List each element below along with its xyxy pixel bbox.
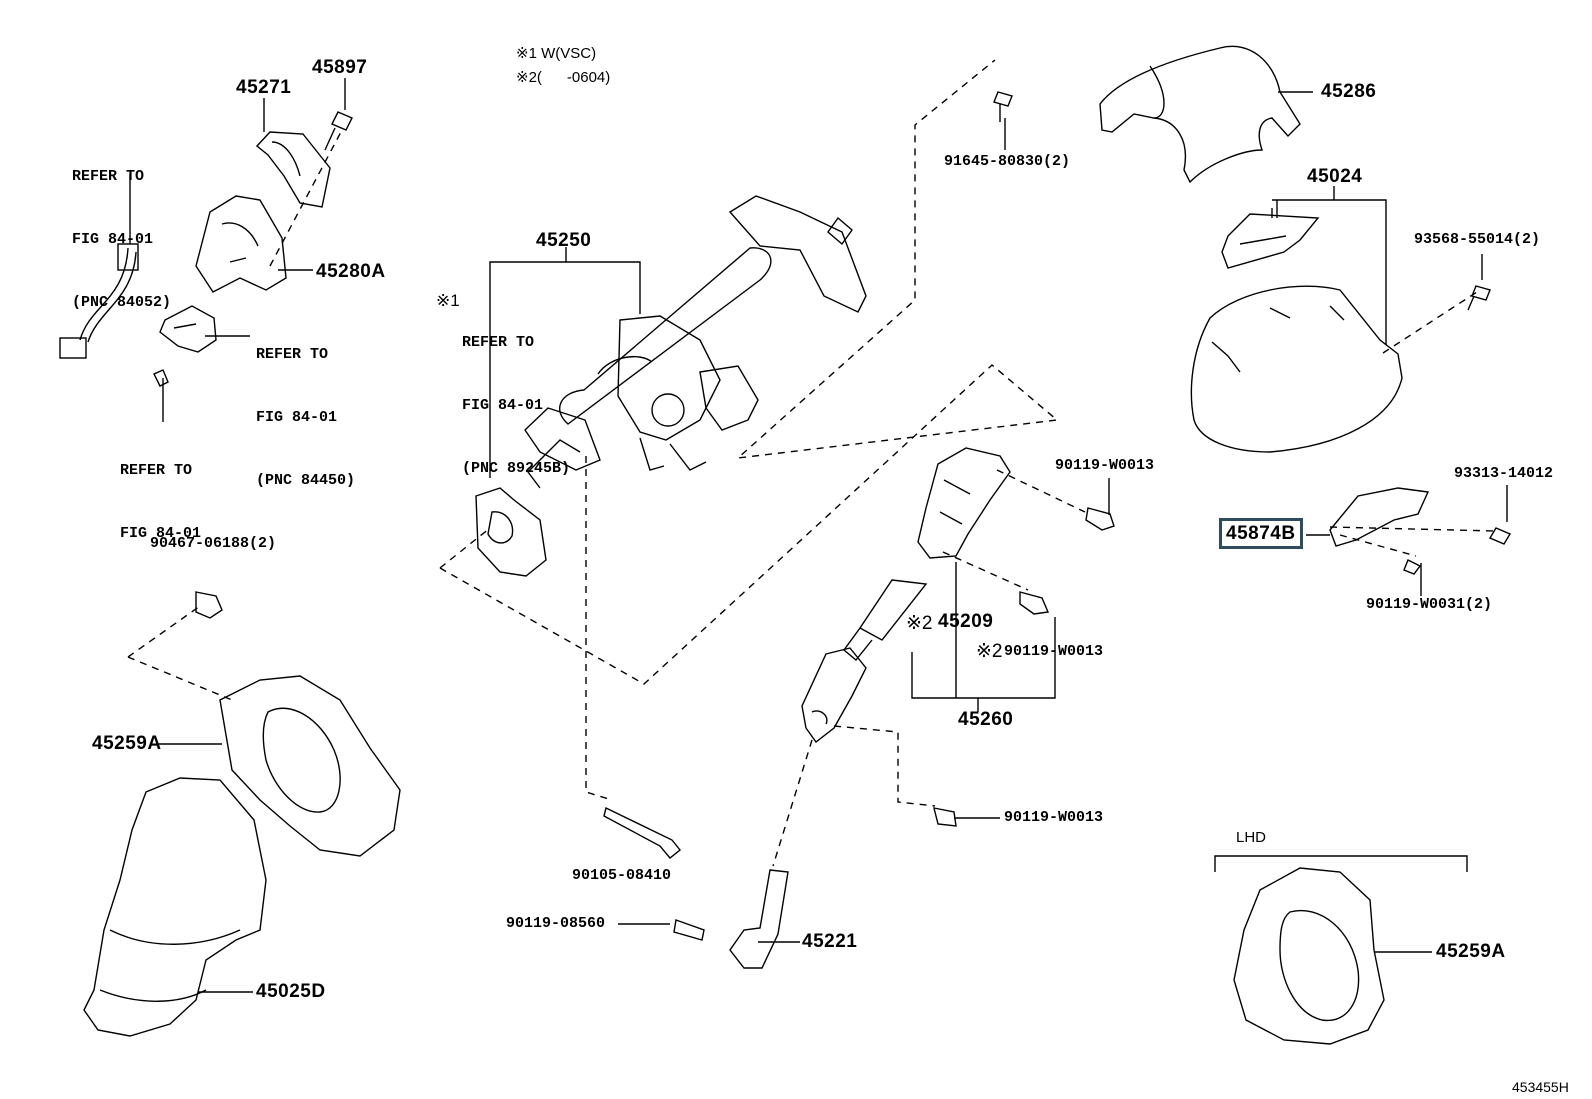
refer-line: FIG 84-01: [462, 397, 544, 414]
wire-harness: [59, 243, 139, 359]
refer-line: REFER TO: [72, 168, 145, 185]
universal-joint-lower: [801, 647, 867, 744]
refer-line: FIG 84-01: [72, 231, 154, 248]
boot-45025D: [83, 777, 267, 1037]
refer-block-84052[interactable]: REFER TO FIG 84-01 (PNC 84052): [72, 124, 171, 334]
ignition-switch: [159, 305, 217, 353]
shaft-45221: [729, 869, 789, 969]
lower-cover-45024: [1190, 285, 1403, 453]
screw-91645: [993, 91, 1013, 122]
note-date: ※2( -0604): [516, 69, 611, 86]
note-vsc: ※1 W(VSC): [516, 45, 597, 62]
mark-45209: ※2: [906, 613, 933, 634]
mark-90119-W0013-b: ※2: [976, 641, 1003, 662]
diagram-id: 453455H: [1512, 1079, 1569, 1095]
lock-housing-45280A: [195, 195, 287, 293]
part-label-45286[interactable]: 45286: [1321, 81, 1377, 102]
part-label-45250[interactable]: 45250: [536, 230, 592, 251]
refer-block-fig-84-01[interactable]: REFER TO FIG 84-01: [120, 418, 201, 565]
part-label-45209[interactable]: 45209: [938, 611, 994, 632]
upper-cover-45286: [1099, 45, 1301, 184]
intermediate-shaft-45209: [843, 579, 928, 661]
part-label-45897[interactable]: 45897: [312, 57, 368, 78]
part-label-93313-14012[interactable]: 93313-14012: [1454, 465, 1554, 482]
screw-45897: [324, 111, 353, 151]
refer-block-84450[interactable]: REFER TO FIG 84-01 (PNC 84450): [256, 302, 355, 512]
boot-seal-45259A-right: [1233, 867, 1385, 1045]
part-label-45260[interactable]: 45260: [958, 709, 1014, 730]
bolt-90119-w0013-a: [1085, 507, 1115, 531]
part-label-45024[interactable]: 45024: [1307, 166, 1363, 187]
plate-45024: [1221, 213, 1320, 269]
lhd-label: LHD: [1236, 829, 1267, 846]
refer-line: FIG 84-01: [120, 525, 202, 542]
part-label-90119-W0013-b[interactable]: 90119-W0013: [1004, 643, 1104, 660]
bolt-90119-w0013-c: [933, 807, 957, 827]
part-label-90119-W0013-a[interactable]: 90119-W0013: [1055, 457, 1155, 474]
refer-line: REFER TO: [256, 346, 329, 363]
part-label-45874B-highlighted[interactable]: 45874B: [1219, 518, 1303, 549]
part-label-90119-W0031[interactable]: 90119-W0031(2): [1366, 596, 1493, 613]
steering-sensor: [475, 487, 547, 577]
part-label-45280A[interactable]: 45280A: [316, 261, 386, 282]
part-label-45025D[interactable]: 45025D: [256, 981, 326, 1002]
refer-line: (PNC 89245B): [462, 460, 571, 477]
screw-90119-w0031: [1403, 559, 1422, 575]
refer-block-89245B[interactable]: REFER TO FIG 84-01 (PNC 89245B): [462, 290, 570, 500]
part-label-93568-55014[interactable]: 93568-55014(2): [1414, 231, 1541, 248]
part-label-90119-08560[interactable]: 90119-08560: [506, 915, 606, 932]
part-label-45259A-left[interactable]: 45259A: [92, 733, 162, 754]
screw-93313: [1488, 527, 1512, 545]
leader-lines: [129, 78, 1508, 993]
bracket-45271: [255, 131, 331, 208]
steering-column-45250: [524, 195, 867, 489]
bolt-90105-08410: [603, 806, 681, 859]
switch-screw: [153, 369, 169, 387]
refer-mark-vsc: ※1: [436, 291, 460, 310]
refer-line: REFER TO: [462, 334, 535, 351]
clip-90467: [195, 591, 223, 619]
universal-joint-upper: [917, 447, 1011, 559]
part-label-45259A-right[interactable]: 45259A: [1436, 941, 1506, 962]
part-label-90119-W0013-c[interactable]: 90119-W0013: [1004, 809, 1104, 826]
bracket-45874B: [1329, 487, 1430, 547]
refer-line: REFER TO: [120, 462, 193, 479]
screw-93568: [1467, 285, 1491, 311]
part-label-90467-06188[interactable]: 90467-06188(2): [150, 535, 277, 552]
boot-seal-45259A-left: [219, 675, 401, 857]
dashed-leaders: [127, 59, 1496, 867]
part-label-90105-08410[interactable]: 90105-08410: [572, 867, 672, 884]
refer-line: FIG 84-01: [256, 409, 338, 426]
refer-line: (PNC 84052): [72, 294, 172, 311]
part-label-91645-80830[interactable]: 91645-80830(2): [944, 153, 1071, 170]
bolt-90119-w0013-b: [1019, 591, 1050, 615]
part-label-45271[interactable]: 45271: [236, 77, 292, 98]
part-label-45221[interactable]: 45221: [802, 931, 858, 952]
refer-line: (PNC 84450): [256, 472, 356, 489]
bolt-90119-08560: [673, 919, 705, 941]
